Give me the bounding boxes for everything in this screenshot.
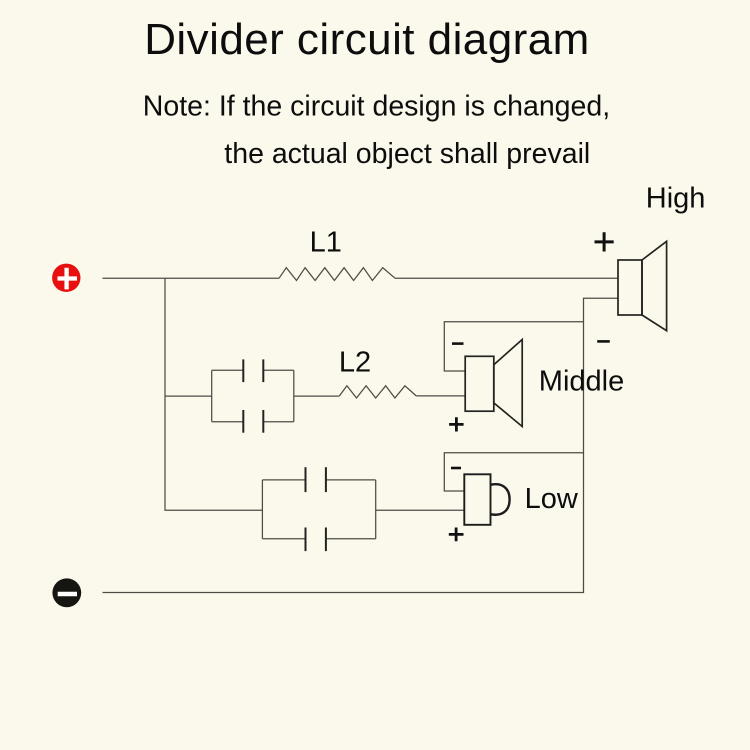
svg-text:Note: If the circuit design is: Note: If the circuit design is changed, [143,90,610,122]
svg-text:High: High [646,183,706,215]
svg-text:the actual object shall prevai: the actual object shall prevail [224,138,590,170]
svg-text:L1: L1 [310,227,342,259]
svg-text:Divider circuit diagram: Divider circuit diagram [144,15,590,64]
svg-text:Low: Low [525,483,579,515]
svg-text:L2: L2 [339,346,371,378]
svg-text:Middle: Middle [539,365,624,397]
